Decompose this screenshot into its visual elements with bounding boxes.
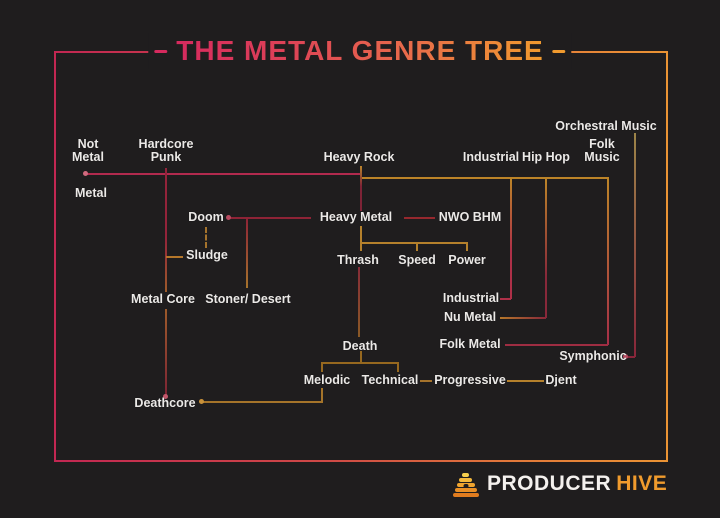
line-doom-cap: [226, 215, 231, 220]
line-folk-metal-dash: [505, 344, 608, 346]
line-death-branch: [321, 362, 399, 364]
node-metal: Metal: [75, 186, 107, 200]
line-speed-tick: [416, 242, 418, 251]
gradient-frame-border: [54, 51, 668, 462]
line-power-tick: [466, 242, 468, 251]
title-block: THE METAL GENRE TREE: [148, 33, 572, 69]
node-hip-hop: Hip Hop: [522, 150, 570, 164]
node-thrash: Thrash: [337, 253, 379, 267]
node-symphonic: Symphonic: [559, 349, 627, 363]
line-industrial-vert: [510, 179, 512, 299]
node-metal-core: Metal Core: [131, 292, 195, 306]
node-deathcore: Deathcore: [134, 396, 196, 410]
node-nu-metal: Nu Metal: [443, 310, 497, 324]
line-symphonic-cap: [623, 354, 628, 359]
node-melodic: Melodic: [303, 373, 351, 387]
line-deathcore-cap: [199, 399, 204, 404]
line-deathcore-melodic: [203, 401, 323, 403]
line-heavy-metal-vert: [360, 226, 362, 243]
line-heavy-metal-nwo: [404, 217, 435, 219]
node-stoner-desert: Stoner/ Desert: [205, 292, 291, 306]
line-progressive-djent: [507, 380, 544, 382]
beehive-icon: [452, 470, 479, 497]
line-technical-progressive-dash: [420, 380, 432, 382]
node-folk-music: Folk Music: [584, 137, 620, 164]
node-technical: Technical: [361, 373, 419, 387]
line-melodic-tick: [321, 362, 323, 372]
line-hardcore-punk-vert-lower: [165, 309, 167, 397]
line-nu-metal-dash: [500, 317, 546, 319]
logo-hive-word: HIVE: [616, 471, 668, 495]
node-orchestral-music: Orchestral Music: [555, 119, 657, 133]
node-sludge: Sludge: [186, 248, 228, 262]
line-industrial-dash: [500, 298, 511, 300]
line-metal-divider-right: [361, 177, 609, 179]
line-thrash-death-vert: [358, 267, 360, 337]
node-folk-metal: Folk Metal: [439, 337, 501, 351]
node-nwo-bhm: NWO BHM: [438, 210, 502, 224]
node-heavy-metal: Heavy Metal: [319, 210, 393, 224]
title-dash-right: [552, 49, 566, 53]
line-orchestral-vert: [634, 133, 636, 357]
line-folk-music-vert: [607, 179, 609, 345]
line-symphonic-dash: [627, 356, 635, 358]
node-djent: Djent: [545, 373, 577, 387]
line-metal-divider-cap: [83, 171, 88, 176]
line-thrash-speed-power-branch: [360, 242, 468, 244]
node-industrial-rock: Industrial: [462, 150, 520, 164]
title-dash-left: [154, 49, 168, 53]
line-sludge-branch: [166, 256, 183, 258]
node-death: Death: [342, 339, 378, 353]
node-progressive: Progressive: [434, 373, 506, 387]
line-death-stem: [360, 351, 362, 363]
page-title: THE METAL GENRE TREE: [176, 35, 544, 66]
line-heavy-rock-vert: [360, 166, 362, 211]
line-hardcore-punk-vert: [165, 168, 167, 292]
node-doom: Doom: [188, 210, 224, 224]
line-hip-hop-vert: [545, 179, 547, 318]
node-industrial-metal: Industrial: [442, 291, 500, 305]
line-doom-heavy-metal: [229, 217, 311, 219]
line-technical-tick: [397, 362, 399, 372]
line-melodic-vert: [321, 388, 323, 403]
line-metal-divider-left: [86, 173, 361, 175]
line-hardcore-punk-vert-cap: [163, 394, 168, 399]
node-not-metal: Not Metal: [72, 137, 104, 164]
line-stoner-vert: [246, 218, 248, 288]
node-heavy-rock: Heavy Rock: [323, 150, 395, 164]
node-hardcore-punk: Hardcore Punk: [138, 137, 194, 164]
line-thrash-tick: [360, 242, 362, 251]
line-doom-sludge-dashed: [205, 227, 207, 248]
node-power: Power: [448, 253, 486, 267]
logo-producer-word: PRODUCER: [487, 471, 612, 495]
node-speed: Speed: [398, 253, 436, 267]
